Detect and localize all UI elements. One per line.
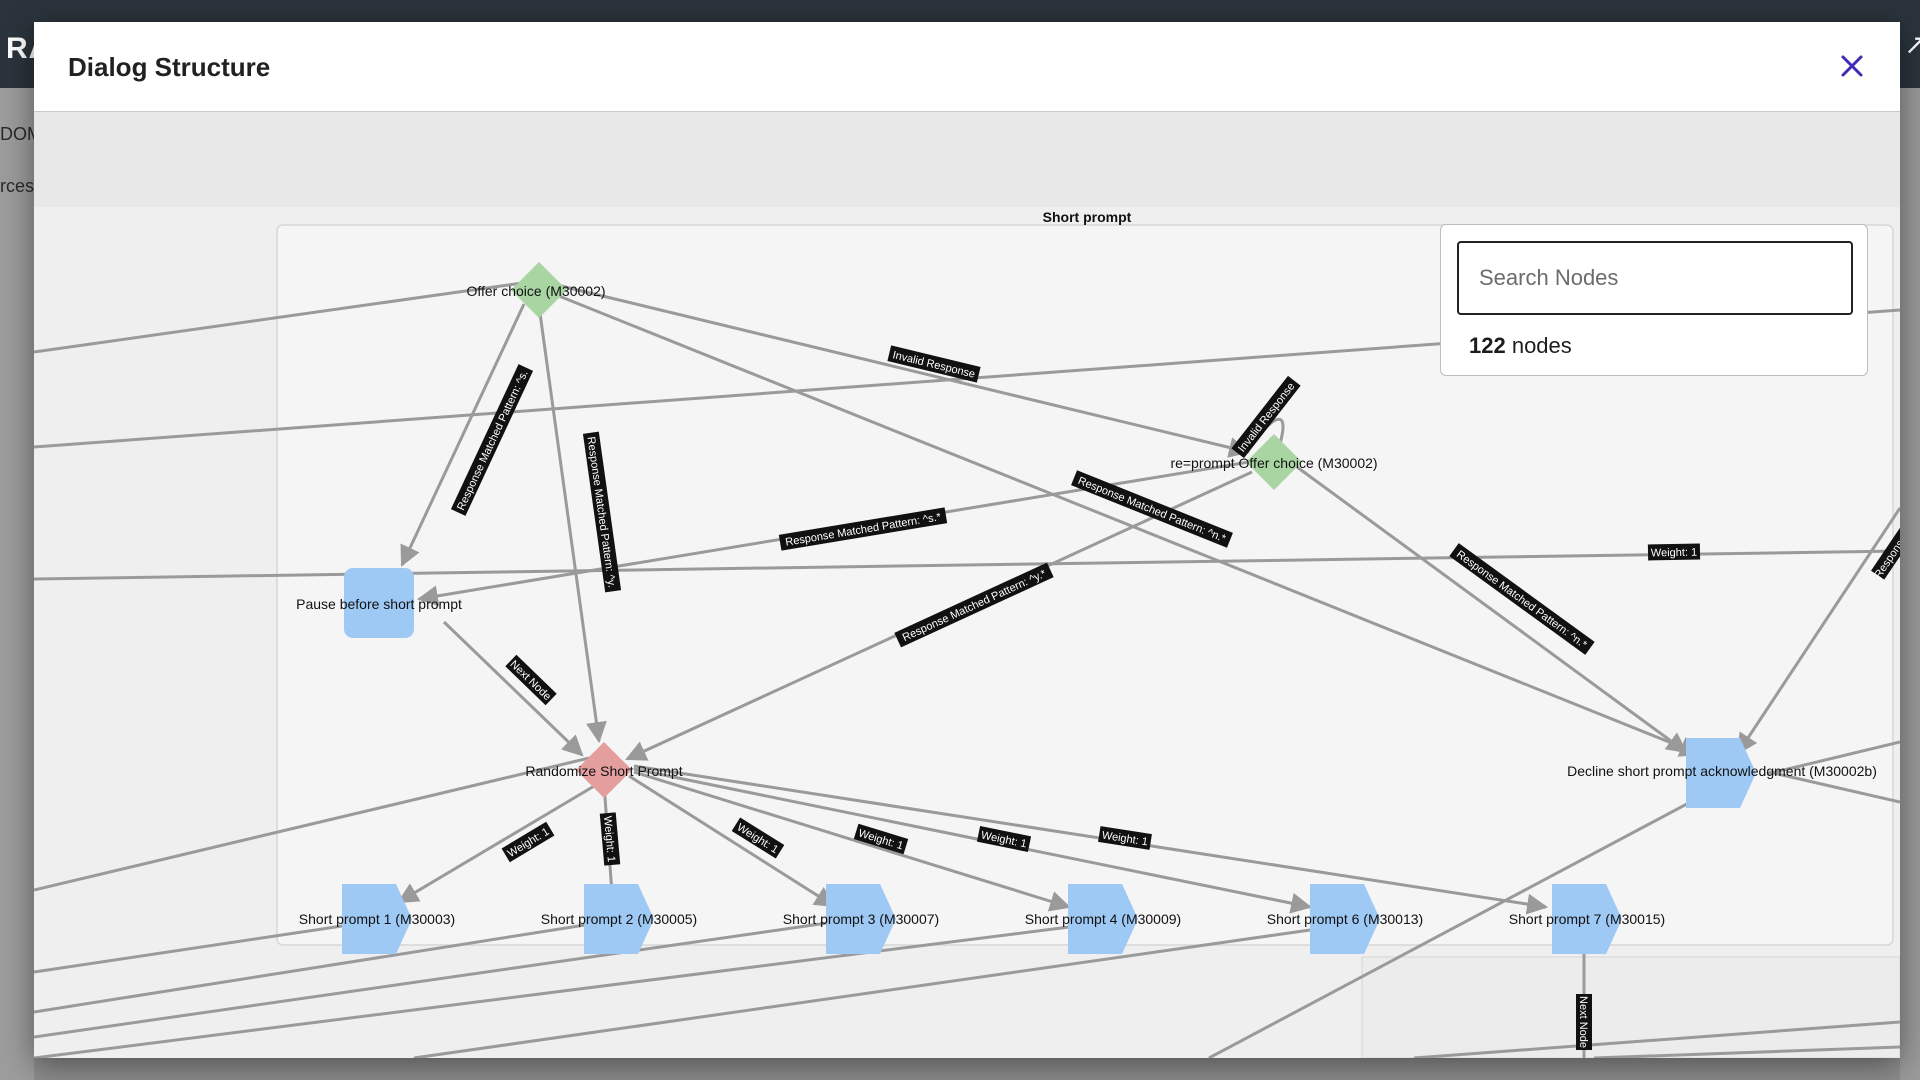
close-button[interactable]: [1830, 44, 1874, 88]
edge-label: Weight: 1: [599, 812, 621, 866]
sidebar-item-resources[interactable]: rces: [0, 176, 35, 196]
edge: [397, 774, 612, 904]
diamond-node-icon: [511, 262, 567, 318]
close-icon: [1841, 55, 1863, 77]
node-decline-acknowledgment[interactable]: Decline short prompt acknowledgment (M30…: [1567, 738, 1877, 808]
node-label: Randomize Short Prompt: [525, 763, 682, 779]
nodes: Offer choice (M30002) re=prompt Offer ch…: [296, 262, 1877, 954]
edge-label: Weight: 1: [1647, 543, 1701, 561]
group-label: Short prompt: [1043, 209, 1132, 225]
node-label: Short prompt 7 (M30015): [1509, 911, 1665, 927]
node-short-prompt-4[interactable]: Short prompt 4 (M30009): [1025, 884, 1181, 954]
node-short-prompt-3[interactable]: Short prompt 3 (M30007): [783, 884, 939, 954]
edge: [34, 920, 370, 974]
pentagon-node-icon: [342, 884, 412, 954]
edge: [558, 294, 1701, 757]
node-label: Short prompt 6 (M30013): [1267, 911, 1423, 927]
dialog-structure-modal: Dialog Structure Short prompt: [34, 22, 1900, 1058]
edge: [34, 920, 835, 1039]
pentagon-node-icon: [1068, 884, 1138, 954]
node-offer-choice[interactable]: Offer choice (M30002): [466, 262, 606, 318]
pentagon-node-icon: [584, 884, 654, 954]
sidebar-item-dom[interactable]: DOM: [0, 124, 42, 144]
edge: [1413, 1020, 1900, 1058]
node-label: Short prompt 1 (M30003): [299, 911, 455, 927]
pentagon-node-icon: [1310, 884, 1380, 954]
edge: [628, 774, 836, 908]
pentagon-node-icon: [1552, 884, 1622, 954]
modal-title: Dialog Structure: [68, 52, 271, 82]
svg-text:Weight: 1: Weight: 1: [601, 816, 617, 863]
edge: [537, 305, 607, 744]
edge: [34, 753, 603, 892]
graph-canvas[interactable]: Short prompt: [34, 112, 1900, 1058]
node-reprompt-offer-choice[interactable]: re=prompt Offer choice (M30002): [1170, 434, 1378, 490]
app-right-edge: [1900, 88, 1920, 1080]
node-short-prompt-2[interactable]: Short prompt 2 (M30005): [541, 884, 697, 954]
node-label: re=prompt Offer choice (M30002): [1170, 455, 1377, 471]
node-short-prompt-6[interactable]: Short prompt 6 (M30013): [1267, 884, 1423, 954]
node-randomize-short-prompt[interactable]: Randomize Short Prompt: [525, 742, 683, 798]
app-sidebar: [0, 88, 34, 1080]
pentagon-node-icon: [1686, 738, 1756, 808]
node-pause-before-short-prompt[interactable]: Pause before short prompt: [296, 568, 462, 638]
diamond-node-icon: [576, 742, 632, 798]
edge-label: Next Node: [1576, 994, 1592, 1050]
edge: [1736, 507, 1900, 755]
edge: [34, 920, 605, 1014]
canvas-top-band: [34, 112, 1900, 207]
edge: [633, 770, 1072, 912]
node-count-suffix: nodes: [1505, 333, 1572, 358]
svg-text:Weight: 1: Weight: 1: [1651, 547, 1697, 560]
edge: [1296, 465, 1688, 754]
node-short-prompt-1[interactable]: Short prompt 1 (M30003): [299, 884, 455, 954]
edge: [413, 928, 1311, 1058]
edge-label: Weight: 1: [1098, 826, 1152, 850]
edge: [1766, 740, 1900, 776]
edge: [34, 280, 530, 354]
app-corner-icon: ↗: [1904, 29, 1920, 60]
edge: [1768, 770, 1900, 804]
node-label: Short prompt 4 (M30009): [1025, 911, 1181, 927]
rounded-node-icon: [344, 568, 414, 638]
pentagon-node-icon: [826, 884, 896, 954]
node-short-prompt-7[interactable]: Short prompt 7 (M30015): [1509, 884, 1665, 954]
node-count: 122 nodes: [1469, 333, 1572, 359]
node-label: Offer choice (M30002): [466, 283, 605, 299]
node-label: Short prompt 2 (M30005): [541, 911, 697, 927]
node-label: Pause before short prompt: [296, 596, 462, 612]
modal-header: Dialog Structure: [34, 22, 1900, 112]
node-label: Decline short prompt acknowledgment (M30…: [1567, 763, 1877, 779]
edge: [34, 925, 1070, 1058]
edge: [633, 767, 1313, 914]
node-count-number: 122: [1469, 333, 1506, 358]
search-nodes-input[interactable]: [1457, 241, 1853, 315]
edge: [442, 620, 584, 757]
edge: [633, 764, 1549, 915]
diamond-node-icon: [1246, 434, 1302, 490]
node-label: Short prompt 3 (M30007): [783, 911, 939, 927]
edge: [400, 303, 526, 567]
svg-text:Next Node: Next Node: [1577, 996, 1589, 1048]
edge: [556, 283, 1251, 458]
search-panel: 122 nodes: [1440, 224, 1868, 376]
edge: [1208, 787, 1716, 1058]
edge: [1593, 1045, 1900, 1058]
